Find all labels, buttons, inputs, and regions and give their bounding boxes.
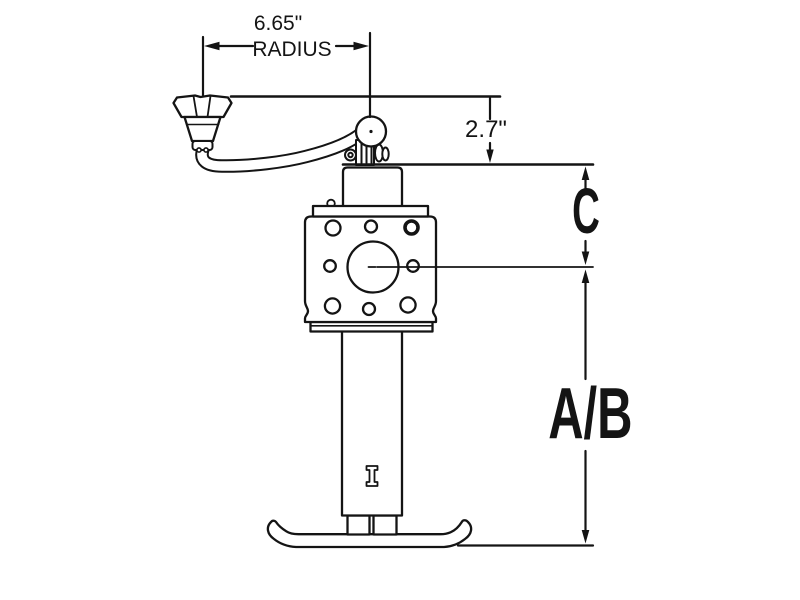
knob-neck [183,115,222,153]
neck-ferrule [191,140,214,151]
offset-value-label: 2.7" [465,116,507,143]
dimension-offset-27 [486,96,494,163]
knob-facet-left [192,95,198,118]
housing-bottom-flange [309,320,434,333]
foot-pad [266,519,473,549]
dimension-c [581,166,590,265]
housing-top-flange [311,198,430,218]
upper-tube [341,166,404,208]
handle-knob [172,94,233,119]
dim-ab-label: A/B [548,374,633,454]
handle-arm-core [197,125,370,171]
dimension-radius [201,31,372,119]
foot-pad-outline [266,519,473,549]
ab-arrow-up-icon [581,269,590,283]
bracket-lobe-outer [381,146,390,162]
swivel-pivot-hub [354,115,388,148]
gear-housing [303,215,438,324]
c-arrow-up-icon [581,166,590,180]
roll-pin-icon [365,465,379,487]
radius-arrow-left-icon [204,41,220,51]
bolt-hole-mid-left [323,259,337,273]
crank-handle [172,94,390,173]
ferrule-nub-right [203,147,209,153]
radius-arrow-right-icon [353,41,369,51]
ab-arrow-down-icon [581,530,590,544]
dim-c-label: C [572,175,600,247]
bolt-hole-top-left [324,219,342,237]
outer-tube-body [340,329,404,517]
drop-leg-prongs [346,514,398,536]
outer-tube [340,329,404,517]
prong-left [346,514,371,536]
c-arrow-down-icon [581,251,590,265]
dimension-ab [581,269,590,544]
radius-word-label: RADIUS [252,38,332,61]
prong-right [372,514,398,536]
bolt-hole-bottom-right [399,296,417,314]
bolt-hole-mid-right [406,259,420,273]
bolt-hole-top-center [363,219,379,234]
knob-facet-right [206,95,212,118]
ferrule-nub-left [196,147,202,153]
bolt-hole-bottom-left [323,297,342,315]
bolt-hole-bottom-center [361,301,377,317]
pivot-center-dot [369,129,373,134]
bolt-hole-top-right [403,219,420,236]
offset-arrow-down-icon [486,149,494,163]
radius-value-label: 6.65" [253,12,303,35]
